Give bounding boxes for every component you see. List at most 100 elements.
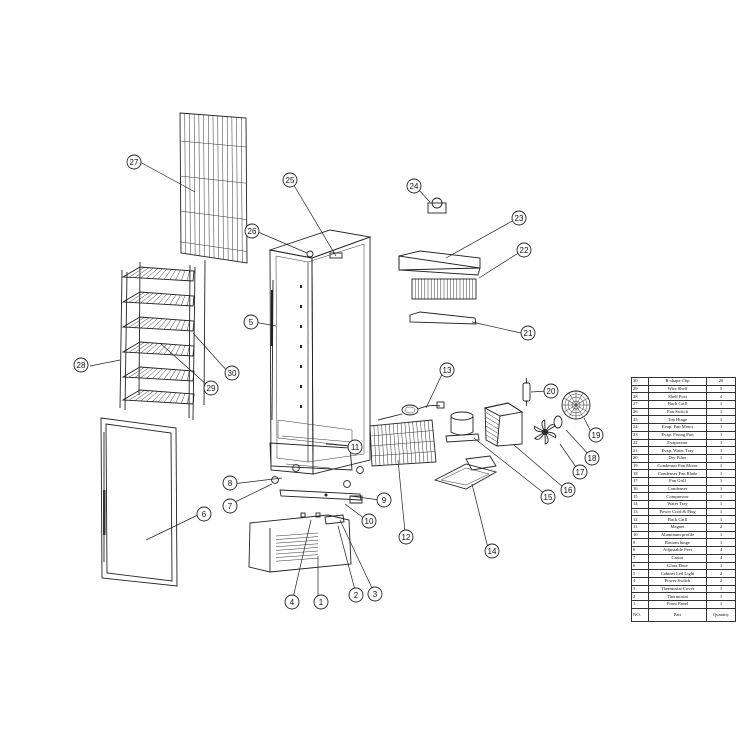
callout-3: 3: [367, 586, 383, 602]
callout-circle: [347, 439, 363, 455]
cell-no: 14: [631, 500, 649, 509]
callout-11: 11: [347, 439, 363, 455]
glass-door-drawing: [100, 417, 178, 587]
cell-qty: 1: [706, 484, 736, 494]
callout-circle: [284, 594, 300, 610]
cell-no: 9: [631, 538, 649, 548]
callout-circle: [406, 178, 422, 194]
cell-no: 24: [631, 423, 649, 432]
callout-circle: [560, 482, 576, 498]
cell-no: 26: [631, 407, 649, 417]
cell-qty: 1: [706, 507, 736, 517]
callout-number: 11: [351, 443, 360, 452]
callout-number: 8: [228, 479, 233, 488]
callout-number: 5: [249, 318, 254, 327]
callout-number: 29: [207, 384, 216, 393]
cell-qty: 1: [706, 561, 736, 571]
cell-no: 6: [631, 561, 649, 571]
callout-28: 28: [73, 357, 89, 373]
callout-number: 3: [373, 590, 378, 599]
callout-26: 26: [244, 223, 260, 239]
cell-part: Dry Filter: [648, 453, 707, 463]
callout-number: 25: [286, 176, 295, 185]
callout-circle: [244, 223, 260, 239]
callout-circle: [484, 543, 500, 559]
cell-part: Front Panel: [648, 599, 707, 609]
cell-part: Power Switch: [648, 576, 707, 586]
callout-circle: [572, 464, 588, 480]
callout-5: 5: [243, 314, 259, 330]
cell-part: Condenser Fan Motor: [648, 461, 707, 471]
condenser-drawing: [483, 402, 524, 447]
cell-part: Magnet: [648, 523, 707, 532]
callout-13: 13: [439, 362, 455, 378]
cell-qty: 1: [706, 515, 736, 525]
cell-part: Part: [648, 607, 707, 622]
callout-number: 7: [228, 502, 233, 511]
callout-number: 6: [202, 510, 207, 519]
dry-filter-drawing: [522, 378, 531, 406]
back-grill-drawing: [179, 112, 248, 264]
cell-qty: 1: [706, 453, 736, 463]
cell-no: 13: [631, 507, 649, 517]
callout-circle: [196, 506, 212, 522]
cell-part: Condenser Fan Blade: [648, 469, 707, 478]
callout-circle: [367, 586, 383, 602]
cell-qty: 2: [706, 569, 736, 578]
callout-number: 15: [544, 493, 553, 502]
callout-6: 6: [196, 506, 212, 522]
cell-qty: 5: [706, 384, 736, 394]
cell-no: 7: [631, 553, 649, 563]
cell-no: 19: [631, 461, 649, 471]
cell-no: 12: [631, 515, 649, 525]
cell-qty: 4: [706, 546, 736, 555]
callout-number: 10: [365, 517, 374, 526]
cell-qty: 1: [706, 469, 736, 478]
callout-circle: [203, 380, 219, 396]
callout-circle: [126, 154, 142, 170]
cell-part: Castor: [648, 553, 707, 563]
callout-number: 24: [410, 182, 419, 191]
cell-no: 21: [631, 446, 649, 455]
cell-qty: 2: [706, 523, 736, 532]
callout-21: 21: [520, 325, 536, 341]
cell-no: 1: [631, 599, 649, 609]
callout-circle: [588, 427, 604, 443]
cell-part: Thermostat: [648, 592, 707, 601]
cell-qty: 1: [706, 538, 736, 548]
evaporator-assembly-drawing: [398, 197, 481, 325]
cell-qty: 1: [706, 530, 736, 540]
cell-qty: Quantity: [706, 607, 736, 622]
cell-no: 11: [631, 523, 649, 532]
cell-part: Back Grill: [648, 515, 707, 525]
callout-circle: [222, 475, 238, 491]
callout-12: 12: [398, 529, 414, 545]
cell-no: 30: [631, 377, 649, 386]
callout-24: 24: [406, 178, 422, 194]
callout-25: 25: [282, 172, 298, 188]
callout-number: 19: [592, 431, 601, 440]
cell-part: R-shape Clip: [648, 377, 707, 386]
callout-number: 20: [547, 387, 556, 396]
cell-qty: 1: [706, 430, 736, 440]
cell-no: 17: [631, 476, 649, 486]
cell-no: 18: [631, 469, 649, 478]
cell-qty: 1: [706, 407, 736, 417]
cell-part: Evap. Water Tray: [648, 446, 707, 455]
cell-no: 23: [631, 430, 649, 440]
callout-number: 16: [564, 486, 573, 495]
cell-part: Fan Switch: [648, 407, 707, 417]
